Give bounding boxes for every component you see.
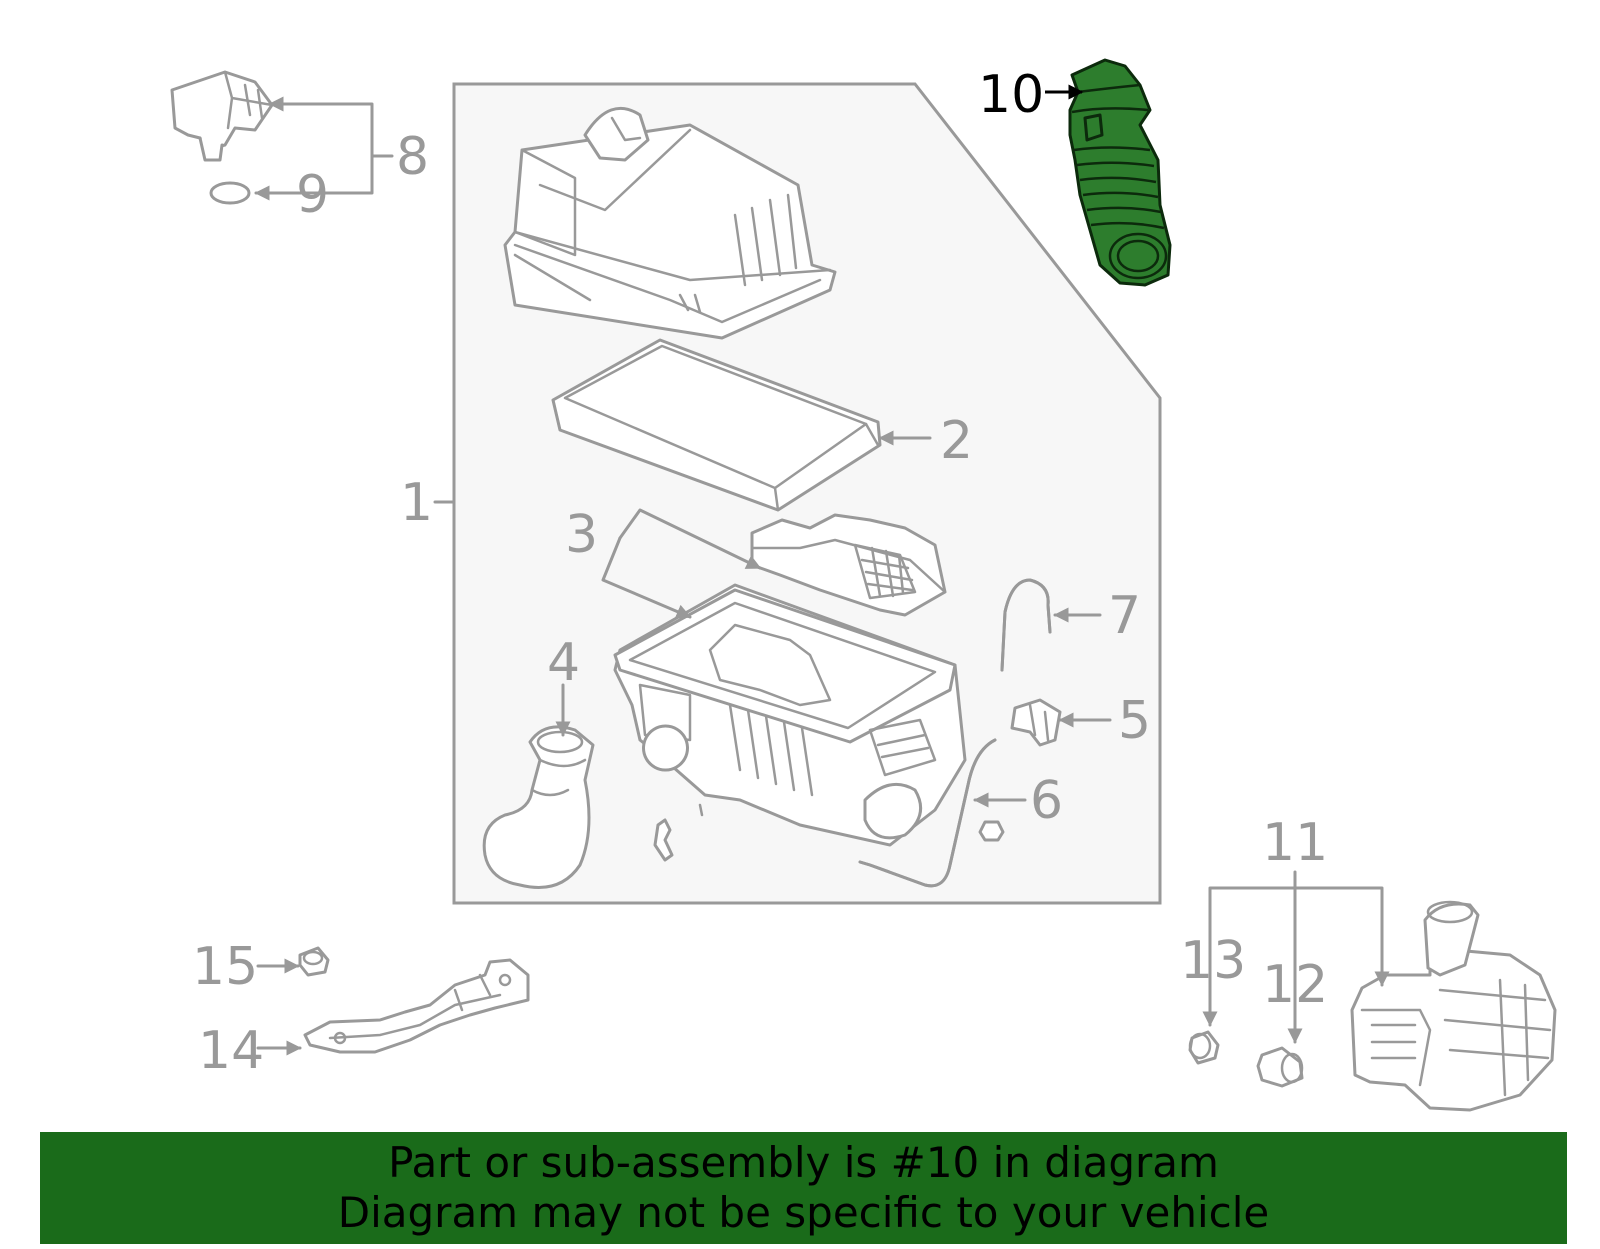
callout-10: 10 — [978, 65, 1044, 125]
grommet — [978, 820, 1005, 842]
leader-lines — [254, 84, 1390, 1056]
air-inlet-housing — [1350, 900, 1557, 1112]
intake-hose-highlighted — [1068, 58, 1172, 287]
callout-13: 13 — [1180, 931, 1246, 991]
info-banner: Part or sub-assembly is #10 in diagram D… — [40, 1132, 1567, 1244]
callout-12: 12 — [1262, 955, 1328, 1015]
cap — [1188, 1030, 1220, 1065]
callout-14: 14 — [198, 1021, 264, 1081]
callout-4: 4 — [547, 633, 580, 693]
callout-15: 15 — [192, 937, 258, 997]
sleeve — [1256, 1046, 1304, 1088]
callout-5: 5 — [1118, 691, 1151, 751]
mounting-bracket — [303, 958, 530, 1054]
callout-2: 2 — [940, 411, 973, 471]
vacuum-valve — [1010, 698, 1062, 747]
grommet-15 — [298, 946, 330, 977]
air-cleaner-upper-cover — [503, 106, 837, 340]
callout-8: 8 — [396, 127, 429, 187]
callout-7: 7 — [1108, 586, 1141, 646]
callout-3: 3 — [565, 505, 598, 565]
banner-line-1: Part or sub-assembly is #10 in diagram — [388, 1138, 1219, 1187]
callout-1: 1 — [400, 473, 433, 533]
hose-clip — [653, 818, 674, 862]
map-sensor — [170, 70, 274, 162]
air-cleaner-lower-case — [613, 583, 967, 847]
callout-9: 9 — [296, 165, 329, 225]
banner-line-2: Diagram may not be specific to your vehi… — [337, 1188, 1270, 1237]
o-ring — [209, 181, 251, 205]
callout-6: 6 — [1030, 771, 1063, 831]
inlet-resonator — [750, 513, 947, 617]
callout-11: 11 — [1262, 813, 1328, 873]
